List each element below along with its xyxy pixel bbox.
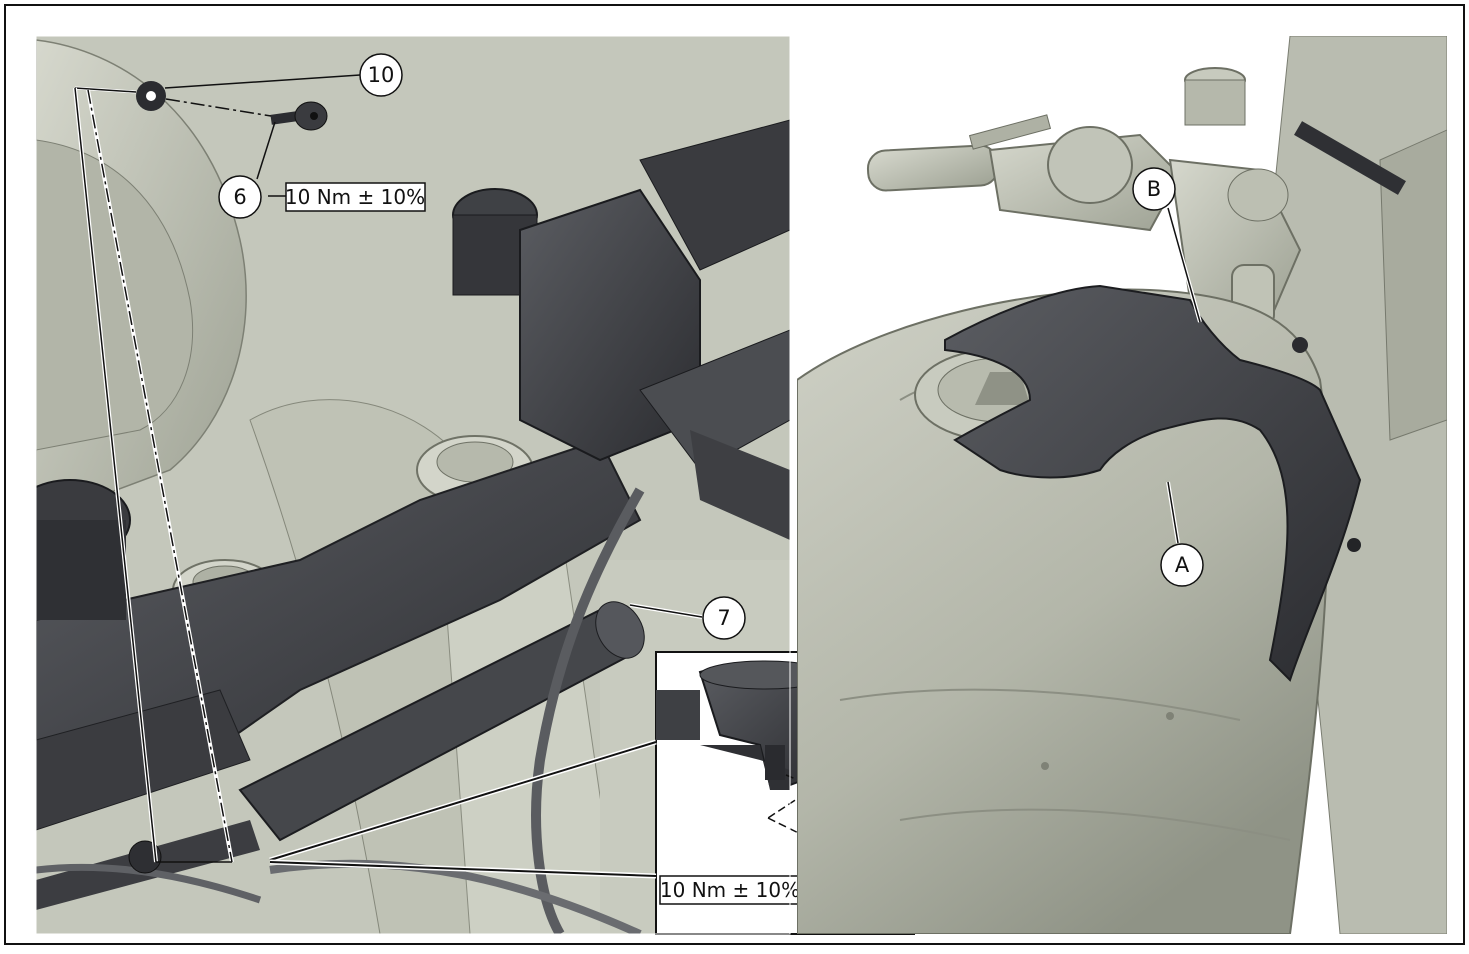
bolt-6 [270, 101, 328, 131]
assembly-axis-10 [165, 98, 272, 117]
callout-7: 7 [702, 596, 746, 640]
callout-7-label: 7 [717, 606, 730, 630]
callout-6: 6 [218, 175, 262, 219]
callout-10: 10 [359, 53, 403, 97]
right-panel-illustration [797, 36, 1447, 934]
torque-spec-inset-label: 10 Nm ± 10% [660, 878, 800, 902]
torque-spec-bolt-6: 10 Nm ± 10% [285, 182, 426, 212]
callout-a: A [1160, 543, 1204, 587]
callout-b: B [1132, 167, 1176, 211]
callout-a-label: A [1175, 553, 1190, 577]
torque-spec-top-label: 10 Nm ± 10% [285, 185, 425, 209]
callout-6-label: 6 [233, 185, 246, 209]
torque-spec-bolt-g1: 10 Nm ± 10% [659, 875, 801, 905]
callout-10-label: 10 [368, 63, 395, 87]
left-panel-border [35, 35, 791, 935]
callout-b-label: B [1147, 177, 1161, 201]
